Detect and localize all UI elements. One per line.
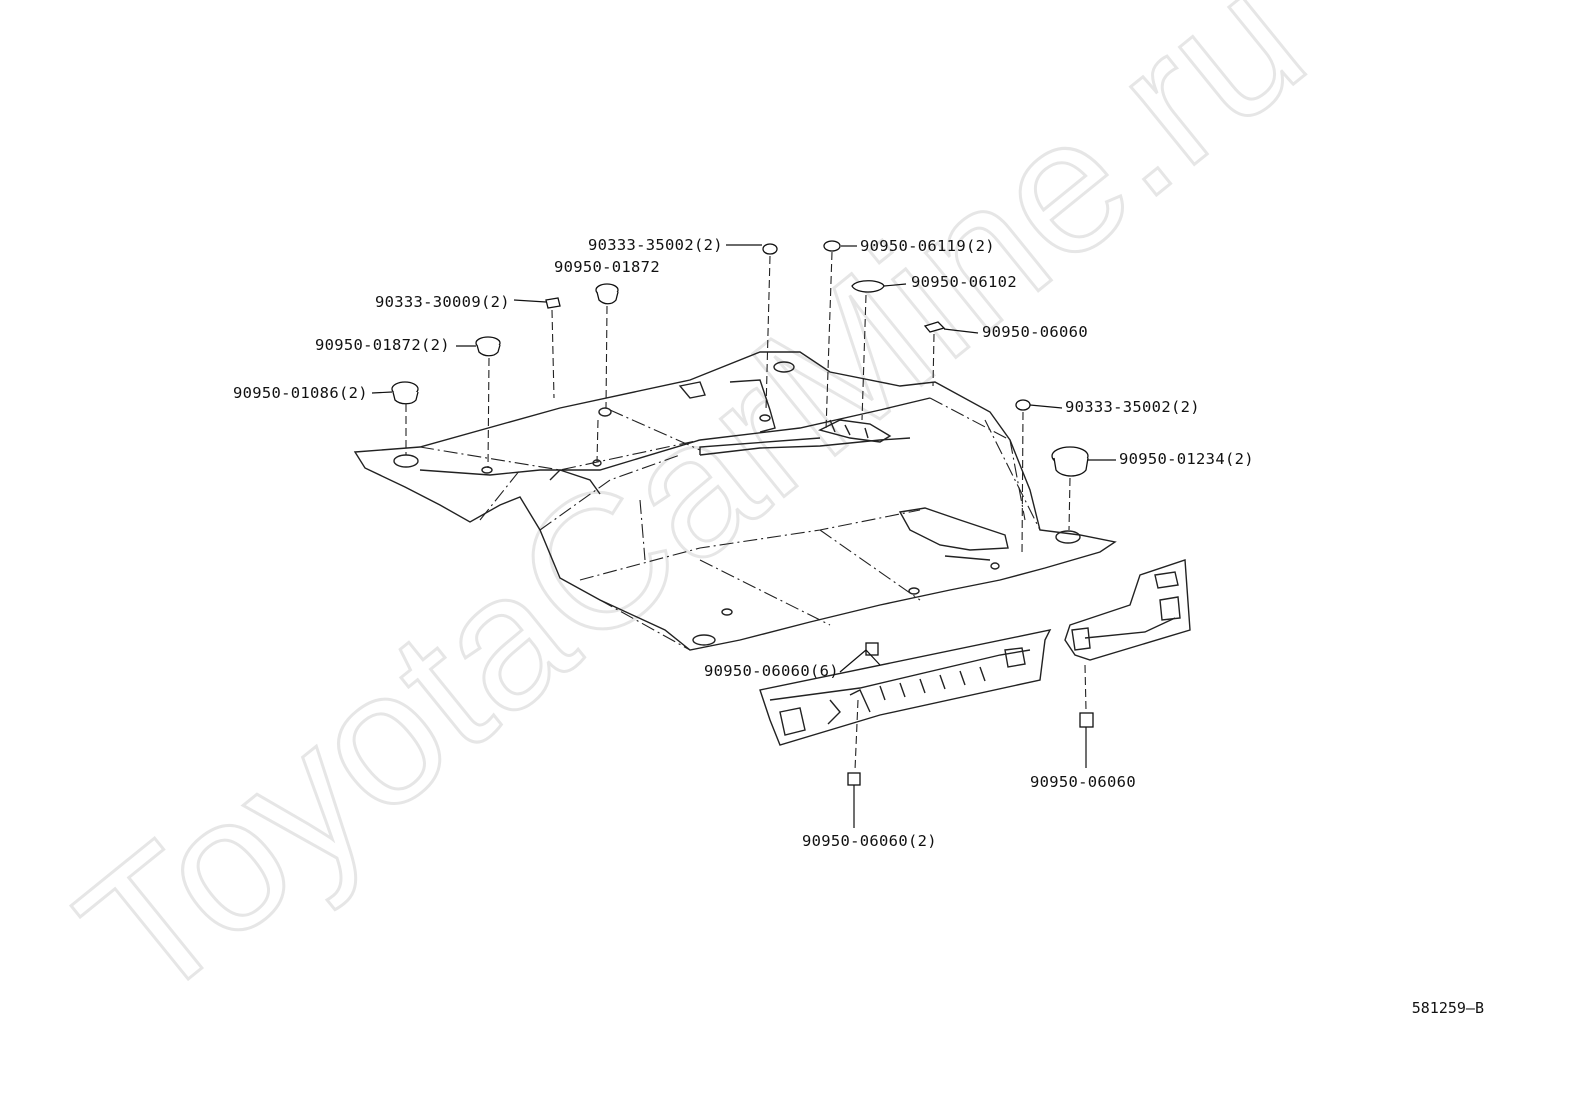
plug-90950-01872-top xyxy=(595,283,619,305)
callout-90950-01234: 90950-01234(2) xyxy=(1119,450,1254,468)
callout-90950-06060-sill-lower: 90950-06060(2) xyxy=(802,832,937,850)
callout-90333-35002-top: 90333-35002(2) xyxy=(588,236,723,254)
callout-90950-06102: 90950-06102 xyxy=(911,273,1017,291)
callout-part-number: 90950-06060 xyxy=(982,323,1088,341)
callout-part-number: 90333-30009 xyxy=(375,293,481,311)
floor-pan xyxy=(353,351,1117,651)
callout-part-number: 90950-01234 xyxy=(1119,450,1225,468)
callout-part-number: 90950-01086 xyxy=(233,384,339,402)
plug-90950-01872-left xyxy=(475,336,501,357)
callout-qty: (6) xyxy=(809,662,839,680)
plug-90950-06119 xyxy=(823,240,841,252)
patch-90950-06060-sill xyxy=(865,642,879,656)
callout-part-number: 90950-01872 xyxy=(554,258,660,276)
callout-part-number: 90333-35002 xyxy=(1065,398,1171,416)
callout-90950-06060-upper: 90950-06060 xyxy=(982,323,1088,341)
side-sill-left xyxy=(759,629,1052,746)
plug-90950-01086 xyxy=(391,381,419,405)
callout-90950-01086: 90950-01086(2) xyxy=(233,384,368,402)
callout-qty: (2) xyxy=(1170,398,1200,416)
callout-qty: (2) xyxy=(693,236,723,254)
plug-90333-35002-top xyxy=(762,243,778,255)
plug-90950-06102 xyxy=(851,280,885,293)
drawing-id: 581259–B xyxy=(1411,999,1484,1017)
callout-90333-35002-right: 90333-35002(2) xyxy=(1065,398,1200,416)
callout-90950-01872-top: 90950-01872 xyxy=(554,258,660,276)
callout-part-number: 90950-06060 xyxy=(802,832,908,850)
callout-90950-01872-left: 90950-01872(2) xyxy=(315,336,450,354)
callout-part-number: 90950-01872 xyxy=(315,336,421,354)
callout-part-number: 90950-06119 xyxy=(860,237,966,255)
callout-90950-06060-sill: 90950-06060(6) xyxy=(704,662,839,680)
callout-90950-06060-quarter: 90950-06060 xyxy=(1030,773,1136,791)
side-sill-right xyxy=(1064,559,1191,661)
callout-qty: (2) xyxy=(338,384,368,402)
callout-90333-30009: 90333-30009(2) xyxy=(375,293,510,311)
fitting-lines xyxy=(405,251,1087,771)
callout-qty: (2) xyxy=(907,832,937,850)
callout-qty: (2) xyxy=(965,237,995,255)
callout-90950-06119: 90950-06119(2) xyxy=(860,237,995,255)
callout-qty: (2) xyxy=(480,293,510,311)
plug-90333-30009 xyxy=(545,297,561,309)
patch-90950-06060-quarter xyxy=(1079,712,1094,728)
plug-90950-06060-upper xyxy=(923,321,946,333)
leader-lines xyxy=(371,244,1116,828)
plug-90950-01234 xyxy=(1051,446,1089,477)
callout-qty: (2) xyxy=(420,336,450,354)
callout-part-number: 90333-35002 xyxy=(588,236,694,254)
callout-part-number: 90950-06102 xyxy=(911,273,1017,291)
plug-90333-35002-right xyxy=(1015,399,1031,411)
callout-part-number: 90950-06060 xyxy=(704,662,810,680)
callout-part-number: 90950-06060 xyxy=(1030,773,1136,791)
patch-90950-06060-sill-lower xyxy=(847,772,861,786)
callout-qty: (2) xyxy=(1224,450,1254,468)
